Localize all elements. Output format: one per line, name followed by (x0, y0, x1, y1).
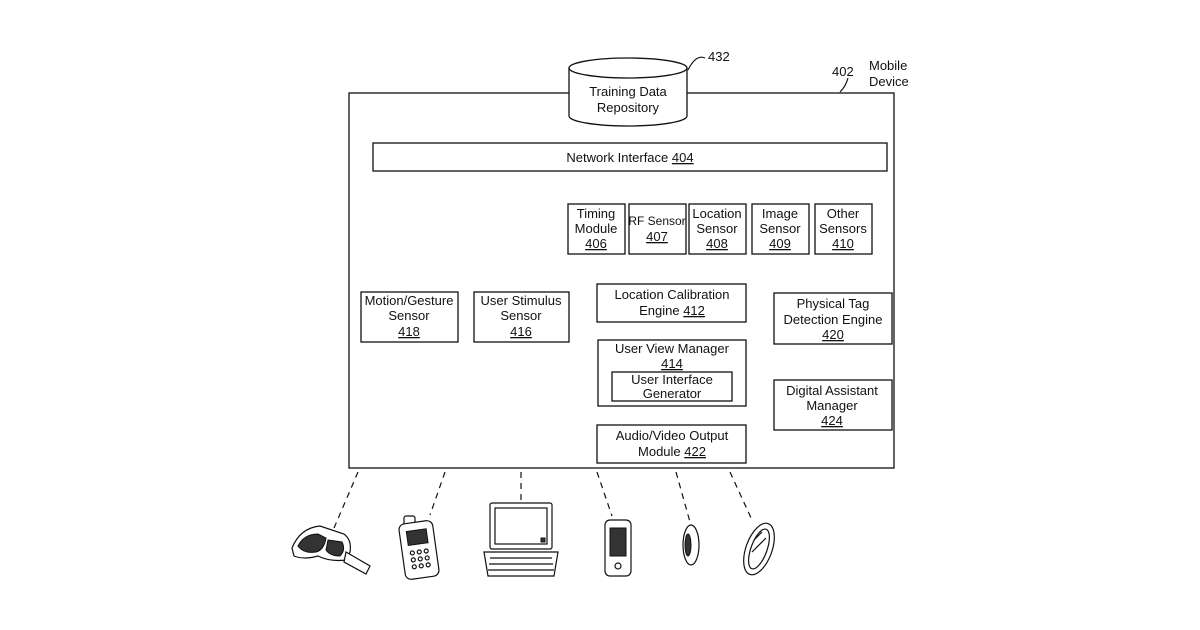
svg-text:RF Sensor: RF Sensor (628, 214, 685, 228)
svg-text:User Interface: User Interface (631, 372, 713, 387)
svg-text:User Stimulus: User Stimulus (481, 293, 562, 308)
svg-text:424: 424 (821, 413, 843, 428)
svg-text:410: 410 (832, 236, 854, 251)
repo-label-line2: Repository (597, 100, 660, 115)
mobile-phone-icon (398, 516, 439, 580)
svg-text:420: 420 (822, 327, 844, 342)
svg-text:Audio/Video Output: Audio/Video Output (616, 428, 729, 443)
repo-ref-label: 432 (708, 49, 730, 64)
svg-text:Physical Tag: Physical Tag (797, 296, 870, 311)
svg-text:Sensor: Sensor (696, 221, 738, 236)
device-ref-label: 402 (832, 64, 854, 79)
svg-text:Sensor: Sensor (759, 221, 801, 236)
svg-text:User View Manager: User View Manager (615, 341, 730, 356)
svg-text:418: 418 (398, 324, 420, 339)
svg-text:Timing: Timing (577, 206, 616, 221)
svg-text:Location: Location (692, 206, 741, 221)
svg-text:Generator: Generator (643, 386, 702, 401)
device-title-line2: Device (869, 74, 909, 89)
svg-text:Module: Module (575, 221, 618, 236)
svg-text:Image: Image (762, 206, 798, 221)
svg-text:409: 409 (769, 236, 791, 251)
handheld-device-icon (605, 520, 631, 576)
svg-text:Sensor: Sensor (388, 308, 430, 323)
svg-text:406: 406 (585, 236, 607, 251)
svg-text:Engine 412: Engine 412 (639, 303, 705, 318)
mirror-icon (738, 519, 781, 579)
svg-text:Sensors: Sensors (819, 221, 867, 236)
svg-text:Detection Engine: Detection Engine (783, 312, 882, 327)
device-title-line1: Mobile (869, 58, 907, 73)
user-stimulus-sensor: User Stimulus Sensor 416 (474, 292, 569, 342)
svg-text:Sensor: Sensor (500, 308, 542, 323)
laptop-icon (484, 503, 558, 576)
svg-text:Location Calibration: Location Calibration (615, 287, 730, 302)
svg-text:407: 407 (646, 229, 668, 244)
audio-video-output-module: Audio/Video Output Module 422 (597, 425, 746, 463)
training-data-repository: Training Data Repository (569, 58, 687, 126)
image-sensor: Image Sensor 409 (752, 204, 809, 254)
other-sensors: Other Sensors 410 (815, 204, 872, 254)
location-calibration-engine: Location Calibration Engine 412 (597, 284, 746, 322)
svg-text:414: 414 (661, 356, 683, 371)
timing-module: Timing Module 406 (568, 204, 625, 254)
user-view-manager: User View Manager 414 User Interface Gen… (598, 340, 746, 406)
svg-text:408: 408 (706, 236, 728, 251)
svg-text:Other: Other (827, 206, 860, 221)
svg-text:Digital Assistant: Digital Assistant (786, 383, 878, 398)
contact-lens-icon (683, 525, 699, 565)
network-interface-label: Network Interface 404 (566, 150, 693, 165)
svg-text:Manager: Manager (806, 398, 858, 413)
digital-assistant-manager: Digital Assistant Manager 424 (774, 380, 892, 430)
location-sensor: Location Sensor 408 (689, 204, 746, 254)
motion-gesture-sensor: Motion/Gesture Sensor 418 (361, 292, 458, 342)
svg-text:Motion/Gesture: Motion/Gesture (365, 293, 454, 308)
goggles-icon (292, 526, 370, 574)
repo-label-line1: Training Data (589, 84, 667, 99)
svg-text:416: 416 (510, 324, 532, 339)
rf-sensor: RF Sensor 407 (628, 204, 686, 254)
svg-text:Module 422: Module 422 (638, 444, 706, 459)
physical-tag-detection-engine: Physical Tag Detection Engine 420 (774, 293, 892, 344)
